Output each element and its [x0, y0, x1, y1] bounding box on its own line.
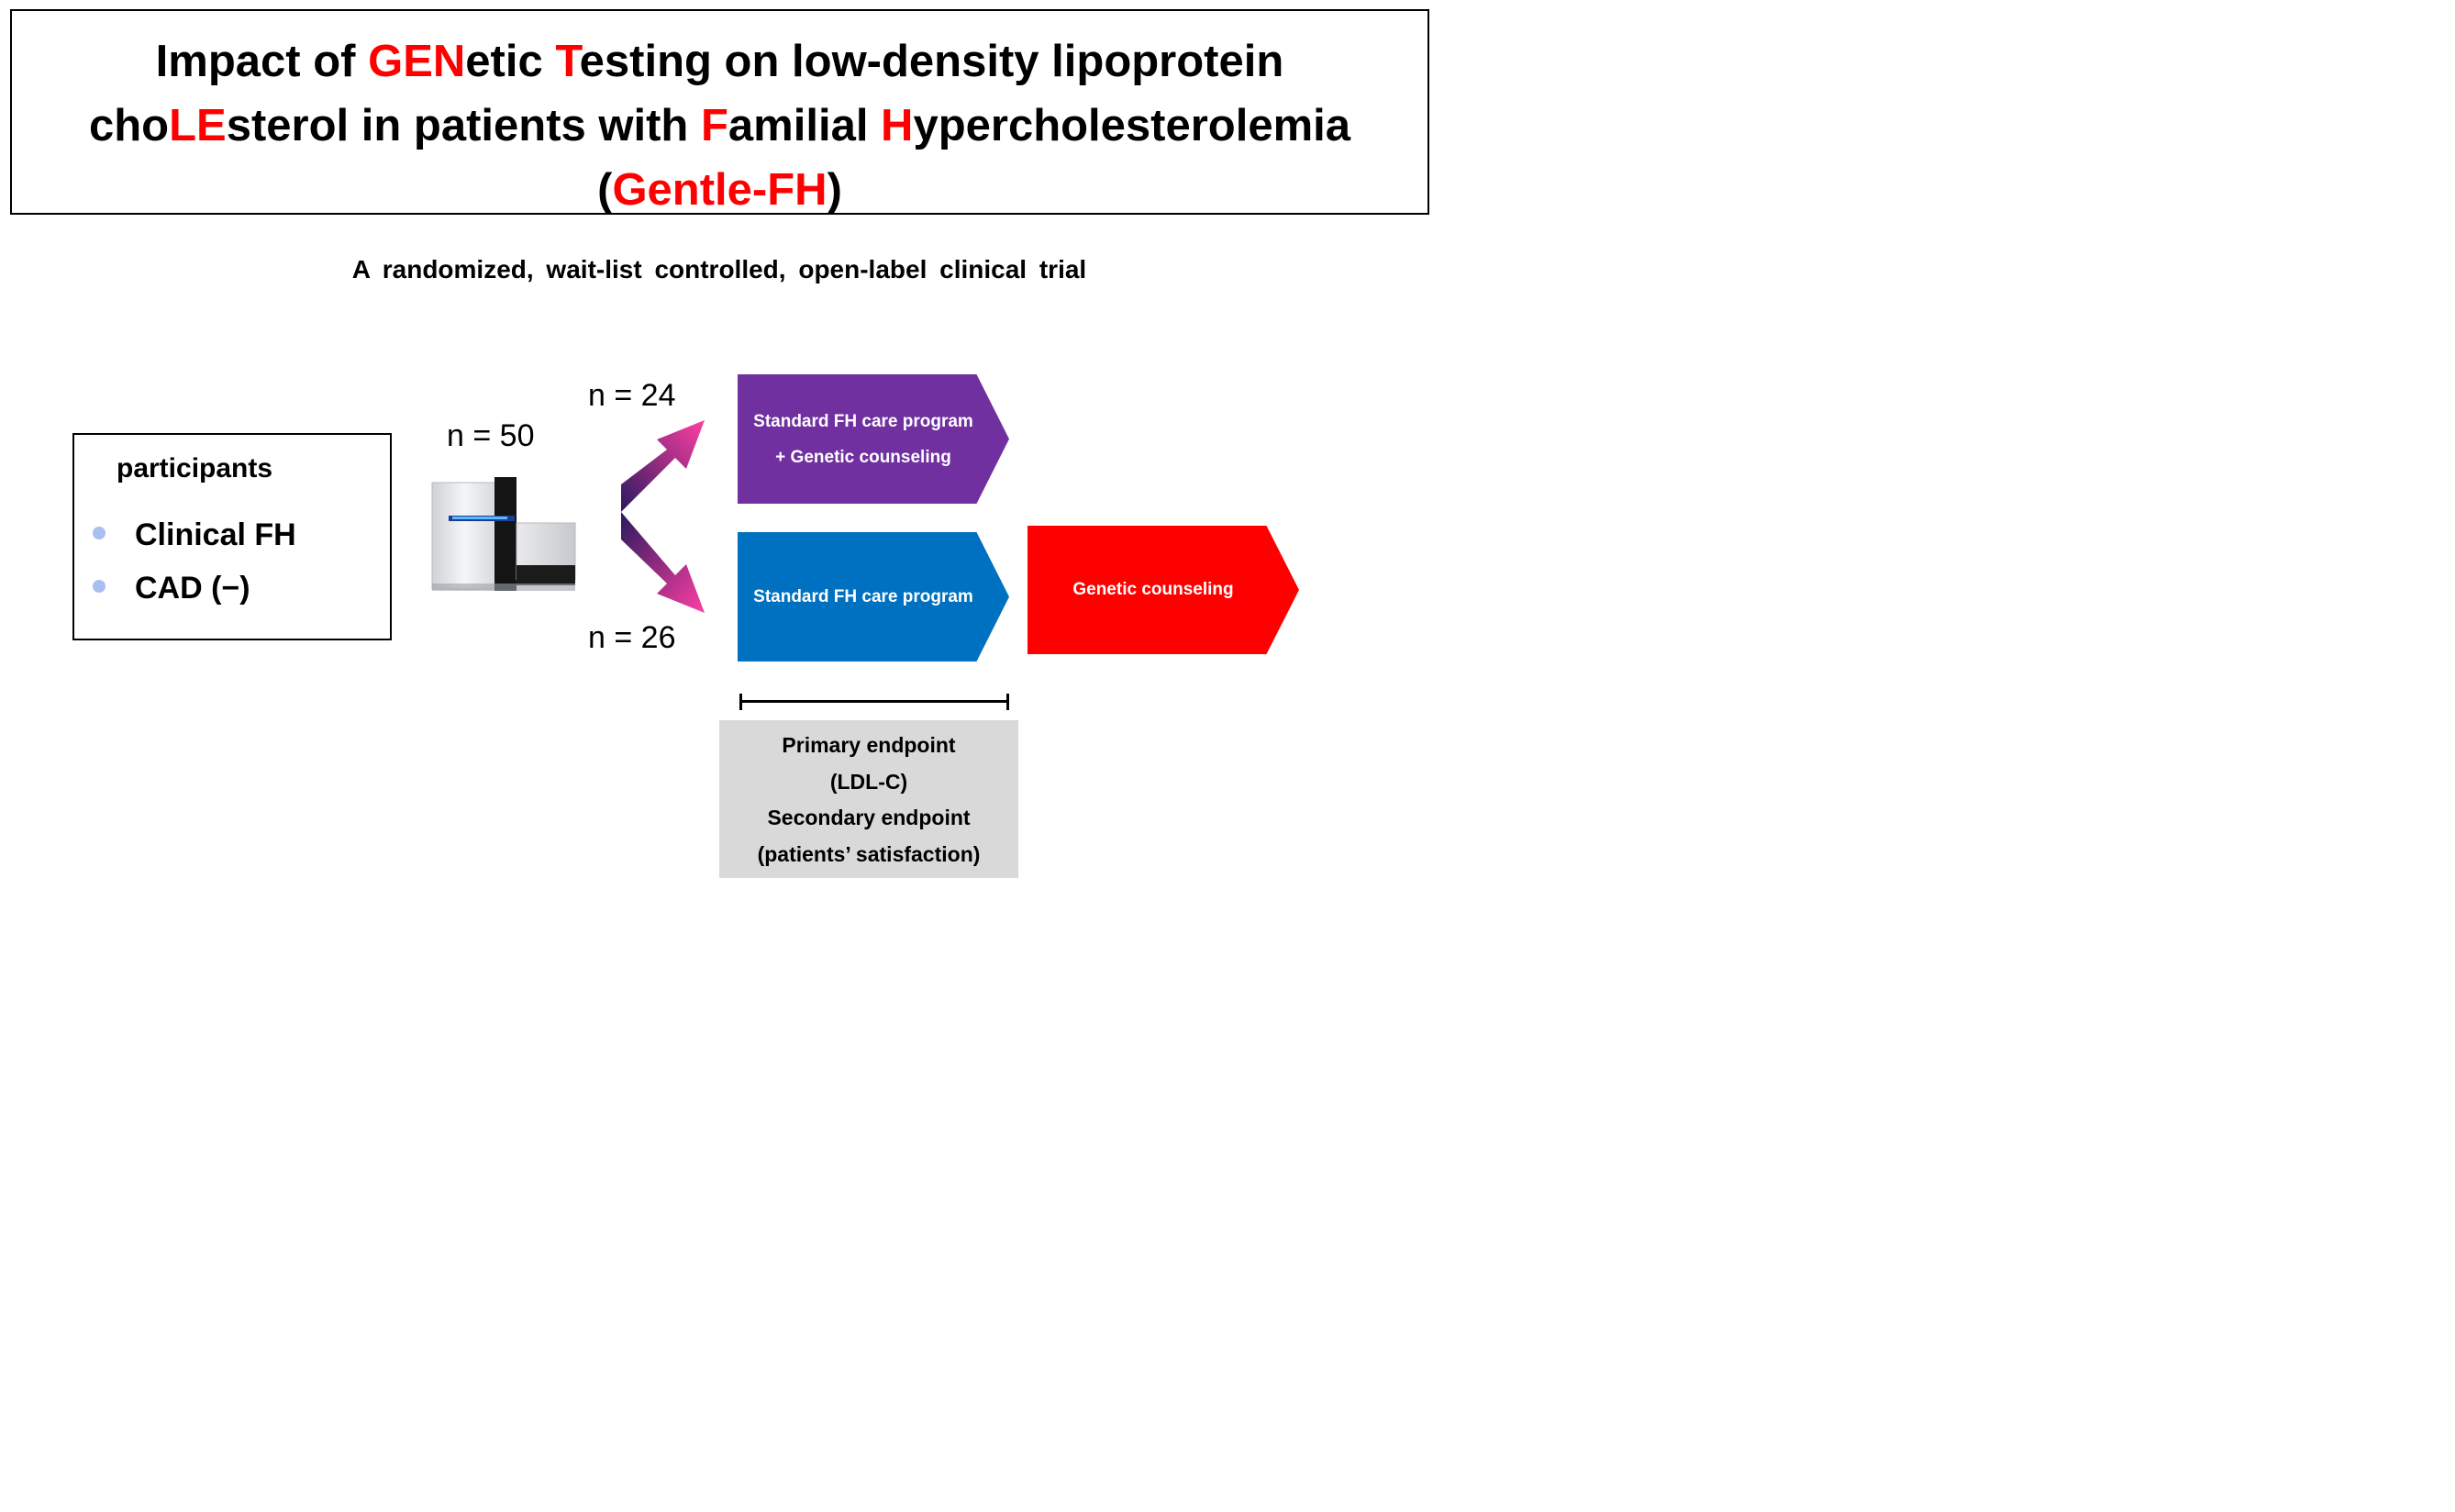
title-text: )	[827, 165, 842, 215]
primary-endpoint-measure: (LDL-C)	[829, 769, 908, 794]
intervention-arm-box: Standard FH care program + Genetic couns…	[738, 374, 1009, 504]
title-acronym-letters: F	[700, 101, 728, 150]
bullet-icon	[93, 527, 106, 540]
title-text: (	[597, 165, 613, 215]
title-acronym-letters: LE	[169, 101, 227, 150]
title-line-3: (Gentle-FH)	[12, 158, 1427, 222]
title-acronym-letters: T	[555, 37, 580, 86]
criterion-label: CAD (−)	[135, 571, 250, 606]
title-text: esting on low-density lipoprotein	[579, 37, 1284, 86]
assessment-period-bracket	[739, 694, 1009, 710]
title-text: cho	[88, 101, 170, 150]
title-line-2: choLEsterol in patients with Familial Hy…	[12, 94, 1427, 158]
criterion-label: Clinical FH	[135, 517, 296, 552]
arrow-to-control-arm	[621, 512, 705, 613]
participant-criterion: CAD (−)	[93, 571, 250, 606]
title-text: sterol in patients with	[226, 101, 701, 150]
participant-criterion: Clinical FH	[93, 517, 296, 553]
control-arm-size: n = 26	[588, 620, 676, 655]
endpoints-panel: Primary endpoint (LDL-C) Secondary endpo…	[719, 720, 1018, 878]
title-text: ypercholesterolemia	[913, 101, 1351, 150]
title-text: etic	[465, 37, 556, 86]
intervention-arm-line-2: + Genetic counseling	[775, 447, 951, 467]
title-text: Impact of	[155, 37, 369, 86]
secondary-endpoint-label: Secondary endpoint	[767, 806, 971, 829]
randomization-arrows	[621, 420, 705, 613]
delayed-intervention-box: Genetic counseling	[1028, 526, 1299, 654]
trial-design-subtitle: A randomized, wait-list controlled, open…	[351, 255, 1087, 284]
intervention-arm-size: n = 24	[588, 378, 676, 413]
participants-heading: participants	[117, 453, 273, 484]
total-sample-size: n = 50	[447, 418, 535, 453]
title-box: Impact of GENetic Testing on low-density…	[10, 9, 1429, 215]
intervention-arm-line-1: Standard FH care program	[753, 411, 973, 431]
title-line-1: Impact of GENetic Testing on low-density…	[12, 29, 1427, 94]
primary-endpoint-label: Primary endpoint	[782, 733, 956, 757]
title-text: amilial	[728, 101, 882, 150]
secondary-endpoint-measure: (patients’ satisfaction)	[757, 841, 981, 866]
control-arm-label: Standard FH care program	[753, 586, 973, 606]
arrow-to-intervention-arm	[621, 420, 705, 512]
dna-sequencer-icon	[431, 477, 576, 591]
control-arm-box: Standard FH care program	[738, 532, 1009, 662]
title-acronym-letters: Gentle-FH	[612, 165, 828, 215]
title-acronym-letters: GEN	[368, 37, 466, 86]
participants-box: participants Clinical FH CAD (−)	[72, 433, 392, 640]
title-acronym-letters: H	[881, 101, 914, 150]
bullet-icon	[93, 580, 106, 594]
delayed-intervention-label: Genetic counseling	[1072, 580, 1234, 599]
